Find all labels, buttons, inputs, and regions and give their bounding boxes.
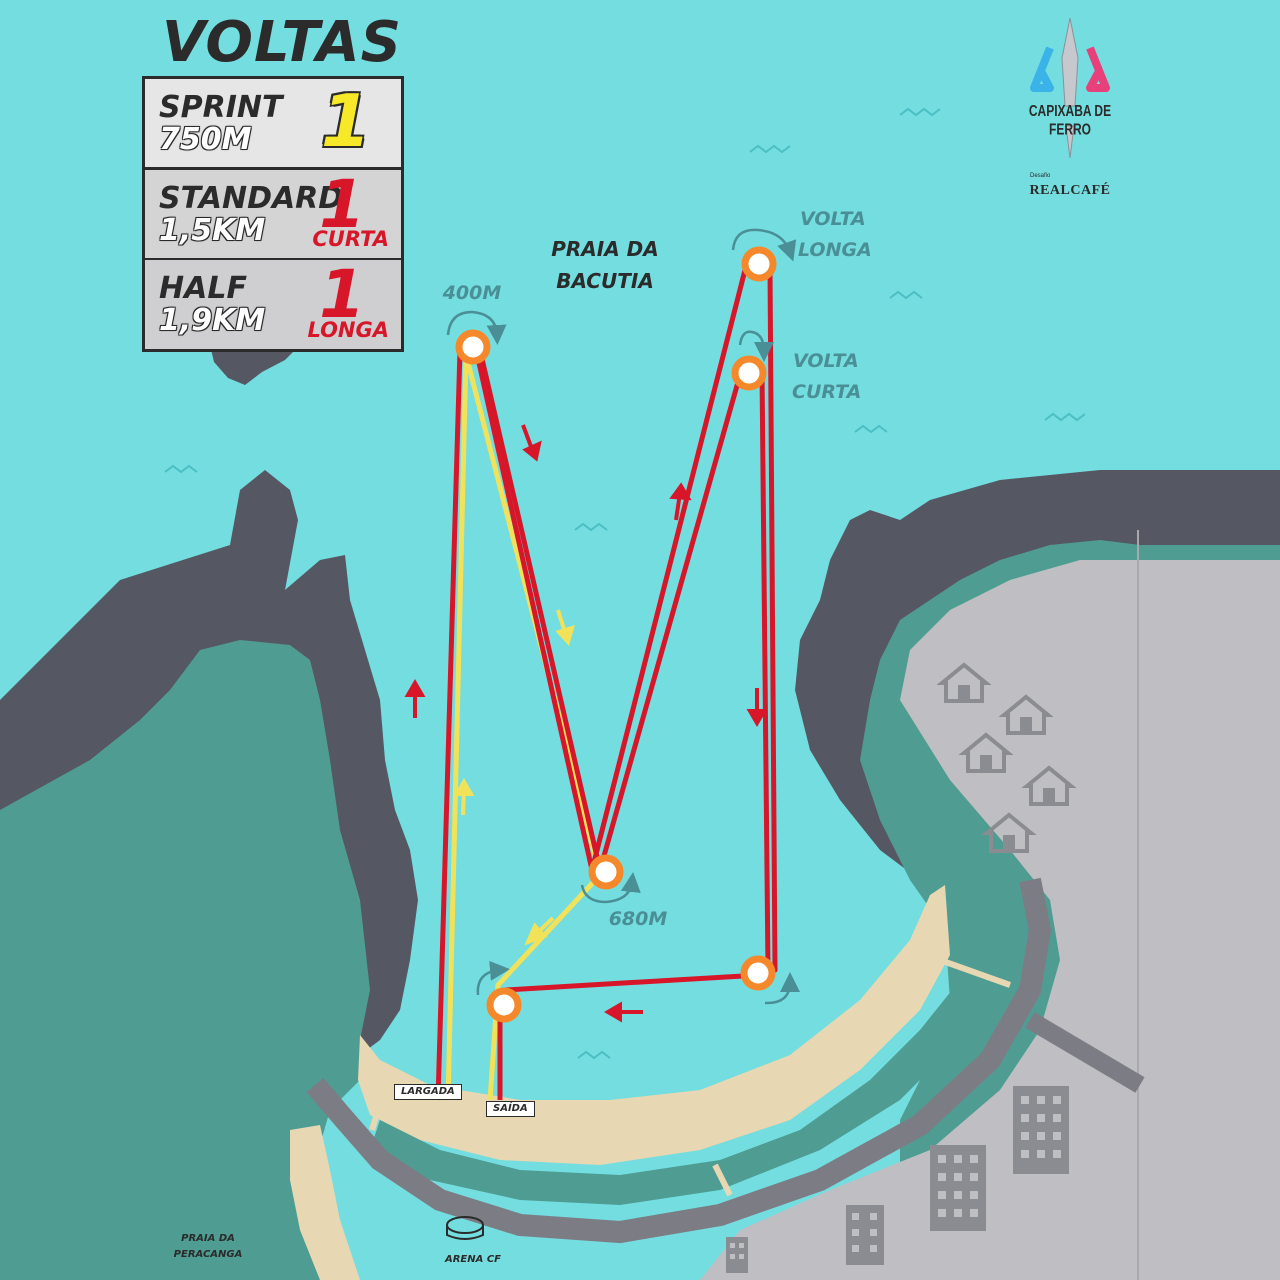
legend-race-name: STANDARD [159,181,344,216]
turn-arrows [446,228,800,1005]
start-tag: LARGADA [394,1084,462,1100]
legend-row-sprint: SPRINT 750M 1 [145,79,401,170]
buoy-icon [486,987,522,1023]
legend-row-half: HALF 1,9KM 1 LONGA [145,260,401,349]
legend-race-name: SPRINT [159,90,283,125]
beach-left-label-line1: PRAIA DA [181,1233,235,1244]
turn-arrow-icon [731,228,797,262]
wave-icon [899,107,941,117]
legend-lap-type: CURTA [312,227,389,251]
turn-arrow-icon [580,872,641,904]
building-icon [1013,1086,1069,1174]
coastal-road [306,877,1052,1244]
houses [936,662,1077,853]
turn-arrow-icon [764,972,800,1005]
wave-icon [749,144,791,154]
urban-area [700,560,1280,1280]
house-icon [981,812,1037,853]
coastal-vegetation [370,980,1000,1205]
legend-lap-count: 1 [319,256,365,333]
buoy-400-label: 400M [442,282,502,304]
laps-legend: SPRINT 750M 1 STANDARD 1,5KM 1 CURTA HAL… [142,76,404,352]
volta-curta-label-line1: VOLTA [793,350,859,372]
route-long [435,267,778,1101]
legend-race-distance: 1,5KM [159,213,266,248]
legend-lap-count: 1 [319,166,365,243]
volta-longa-label-line2: LONGA [798,239,872,261]
wave-icons [164,107,1086,1060]
legend-lap-type: LONGA [307,318,389,342]
building-icon [846,1205,884,1265]
volta-curta-label-line2: CURTA [792,381,861,403]
buoys [455,246,777,1023]
house-icon [958,732,1014,773]
bay-label-line1: PRAIA DA [551,237,659,261]
beach-left [290,1125,360,1280]
house-icon [998,694,1054,735]
buildings [726,1086,1069,1273]
arrow-icon [453,609,575,946]
left-vegetation [0,640,370,1280]
wave-icon [164,464,198,474]
buoy-icon [588,854,624,890]
legend-race-name: HALF [159,271,247,306]
bay-label-line2: BACUTIA [556,269,654,293]
buoy-680-label: 680M [609,908,668,930]
building-icon [726,1237,748,1273]
direction-arrows [404,424,768,1023]
wave-icon [574,522,608,532]
legend-race-distance: 1,9KM [159,303,266,338]
buoy-icon [455,329,491,365]
arena-label: ARENA CF [444,1254,501,1265]
buoy-icon [741,246,777,282]
exit-tag: SAÍDA [486,1101,535,1117]
building-icon [930,1145,986,1231]
beach-left-label-line2: PERACANGA [174,1249,243,1260]
event-logo-text: CAPIXABA DE FERRO [1028,101,1112,139]
legend-race-distance: 750M [159,122,252,157]
sponsor-prefix: Desafio [1030,173,1051,179]
event-logo: CAPIXABA DE FERRO Desafio REALCAFÉ [1020,18,1120,208]
legend-title: VOLTAS [162,10,402,75]
trident-icon [1030,18,1110,159]
turn-arrow-icon [446,310,507,345]
stadium-icon [446,1216,484,1240]
sponsor-logo-text: REALCAFÉ [1029,183,1111,198]
beach [358,885,950,1165]
house-icon [1021,765,1077,806]
buoy-icon [731,355,767,391]
legend-lap-count: 1 [320,79,371,163]
legend-row-standard: STANDARD 1,5KM 1 CURTA [145,170,401,261]
wave-icon [1044,412,1086,422]
wave-icon [577,1050,611,1060]
small-rock [210,345,300,385]
volta-longa-label-line1: VOLTA [800,208,866,230]
buoy-icon [740,955,776,991]
turn-arrow-icon [738,330,774,362]
wave-icon [854,424,888,434]
turn-arrow-icon [476,960,510,996]
wave-icon [889,290,923,300]
arrow-icon [404,424,768,1023]
house-icon [936,662,992,703]
